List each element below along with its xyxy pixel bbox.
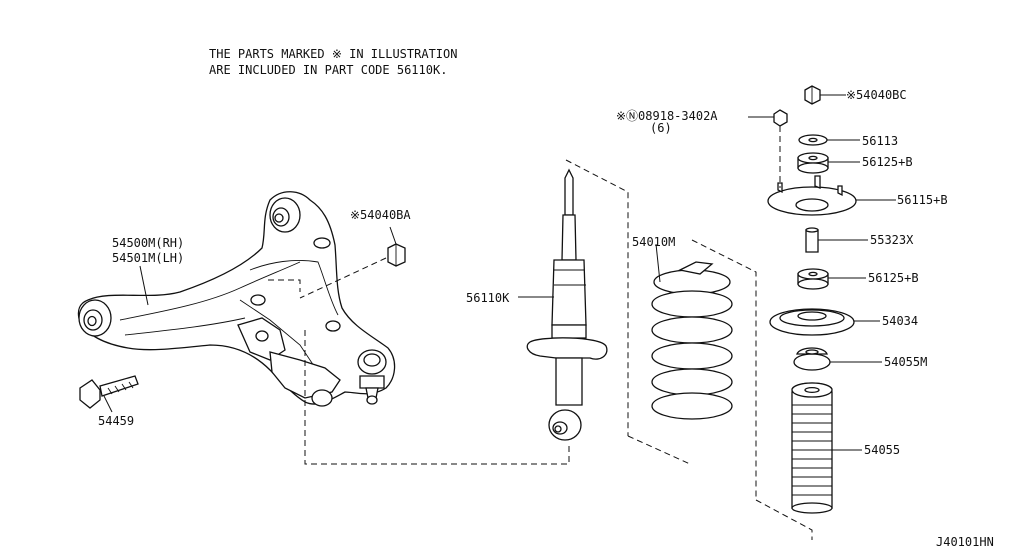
rear-bushing — [269, 197, 301, 233]
coil-spring-54010m — [651, 261, 733, 420]
note-line-2: ARE INCLUDED IN PART CODE 56110K. — [209, 63, 447, 77]
front-bushing — [78, 299, 112, 337]
sleeve-55323x — [805, 227, 819, 253]
label-54055m: 54055M — [884, 355, 927, 369]
label-56115b: 56115+B — [897, 193, 948, 207]
label-54040ba: ※54040BA — [350, 208, 411, 222]
bushing-56125b-top — [797, 152, 829, 174]
diagram-code: J40101HN — [936, 535, 994, 549]
label-54500m: 54500M(RH) — [112, 236, 184, 250]
label-54010m: 54010M — [632, 235, 675, 249]
label-54055: 54055 — [864, 443, 900, 457]
label-08918-qty: (6) — [650, 121, 672, 135]
lower-control-arm — [77, 191, 396, 407]
label-56125b-top: 56125+B — [862, 155, 913, 169]
label-54034: 54034 — [882, 314, 918, 328]
dust-boot-54055 — [791, 382, 833, 514]
label-55323x: 55323X — [870, 233, 914, 247]
label-56110k: 56110K — [466, 291, 510, 305]
label-56113: 56113 — [862, 134, 898, 148]
label-56125b-bottom: 56125+B — [868, 271, 919, 285]
bolt-54459 — [79, 375, 139, 409]
note-line-1: THE PARTS MARKED ※ IN ILLUSTRATION — [209, 47, 457, 61]
shock-absorber-56110k — [526, 168, 608, 441]
nut-54040ba — [387, 243, 406, 267]
ball-joint — [357, 349, 387, 405]
bump-stop-54055m — [793, 347, 831, 371]
label-54459: 54459 — [98, 414, 134, 428]
washer-56113 — [798, 134, 828, 146]
label-54040bc: ※54040BC — [846, 88, 907, 102]
label-54501m: 54501M(LH) — [112, 251, 184, 265]
nut-54040bc — [804, 85, 821, 105]
label-08918-3402a: ※Ⓝ08918-3402A — [616, 109, 718, 123]
mount-plate-56115b — [767, 175, 857, 216]
nut-08918-3402a — [773, 109, 788, 127]
insulator-54034 — [769, 308, 855, 336]
bushing-56125b-bottom — [797, 268, 829, 290]
